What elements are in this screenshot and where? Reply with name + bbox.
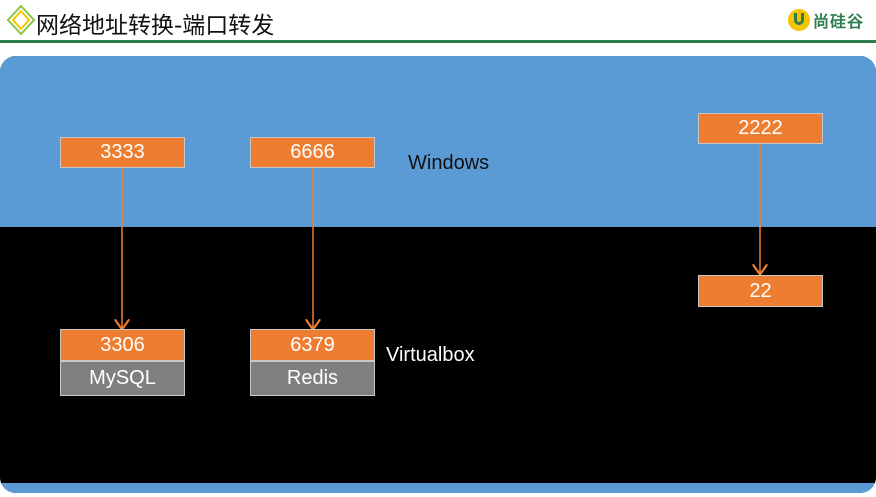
service-redis: Redis [250, 361, 375, 396]
host-port-mysql: 3333 [60, 137, 185, 168]
host-port-ssh: 2222 [698, 113, 823, 144]
service-mysql: MySQL [60, 361, 185, 396]
arrow-layer [0, 144, 876, 493]
brand-name: 尚硅谷 [812, 12, 864, 31]
header-divider [0, 40, 876, 43]
panel-footer-band [0, 483, 876, 493]
guest-port-redis: 6379 [250, 329, 375, 361]
vm-label: Virtualbox [386, 344, 475, 366]
host-port-redis: 6666 [250, 137, 375, 168]
guest-port-ssh: 22 [698, 275, 823, 307]
guest-port-mysql: 3306 [60, 329, 185, 361]
host-label: Windows [408, 152, 490, 174]
brand-mark-icon [787, 9, 810, 31]
slide-header: 网络地址转换-端口转发 尚硅谷 [0, 0, 876, 40]
diamond-logo-icon [6, 4, 36, 36]
diagram-panel: 3333 6666 2222 3306 MySQL 6379 Redis 22 … [0, 56, 876, 493]
brand-logo: 尚硅谷 [787, 8, 864, 32]
slide-title: 网络地址转换-端口转发 [36, 13, 275, 39]
